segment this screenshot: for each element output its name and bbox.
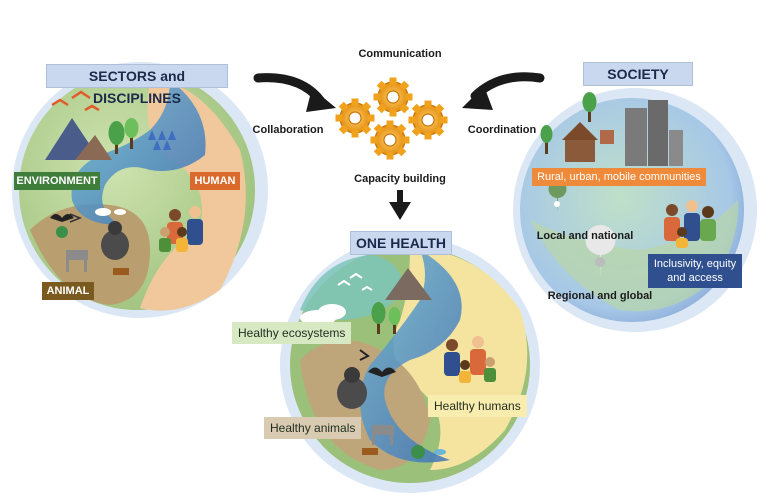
human-tag: HUMAN <box>190 172 240 190</box>
gear-tooth <box>373 146 384 157</box>
map-pin-icon <box>548 180 616 279</box>
gear-tooth <box>367 114 375 122</box>
gear-icon <box>339 81 444 156</box>
one-health-circle <box>280 237 540 493</box>
label-coordination: Coordination <box>467 124 537 136</box>
local-national-label: Local and national <box>536 230 634 242</box>
people-icon <box>159 206 203 252</box>
gear-tooth <box>440 116 448 124</box>
gear-tooth <box>351 130 359 138</box>
gear-tooth <box>396 146 407 157</box>
gear-tooth <box>424 100 432 108</box>
tree-icon <box>108 118 139 154</box>
gorilla-icon <box>101 230 129 260</box>
gear-tooth <box>370 136 378 144</box>
gear-tooth <box>424 132 432 140</box>
label-communication: Communication <box>358 48 442 60</box>
gear-tooth <box>389 109 397 117</box>
sectors-circle <box>12 62 268 318</box>
gear-tooth <box>386 152 394 160</box>
gear-tooth <box>386 120 394 128</box>
gear-tooth <box>335 114 343 122</box>
gear-tooth <box>411 126 422 137</box>
gear-tooth <box>434 126 445 137</box>
bird-icon <box>51 98 69 107</box>
gear-tooth <box>408 116 416 124</box>
environment-tag: ENVIRONMENT <box>14 172 100 190</box>
communities-tag: Rural, urban, mobile communities <box>532 168 706 186</box>
society-title: SOCIETY <box>583 62 693 86</box>
inclusivity-tag: Inclusivity, equity and access <box>648 254 742 288</box>
regional-global-label: Regional and global <box>547 290 653 302</box>
arrow-icon <box>253 72 545 220</box>
healthy-humans-label: Healthy humans <box>428 395 527 417</box>
animal-tag: ANIMAL <box>42 282 94 300</box>
gear-tooth <box>405 93 413 101</box>
healthy-animals-label: Healthy animals <box>264 417 362 439</box>
sectors-title: SECTORS and DISCIPLINES <box>46 64 228 106</box>
label-capacity-building: Capacity building <box>354 173 446 185</box>
label-collaboration: Collaboration <box>252 124 324 136</box>
gear-tooth <box>373 93 381 101</box>
gear-tooth <box>351 98 359 106</box>
building-icon <box>600 100 683 166</box>
gear-tooth <box>402 136 410 144</box>
gear-tooth <box>389 77 397 85</box>
one-health-title: ONE HEALTH <box>350 231 452 255</box>
healthy-ecosystems-label: Healthy ecosystems <box>232 322 352 344</box>
